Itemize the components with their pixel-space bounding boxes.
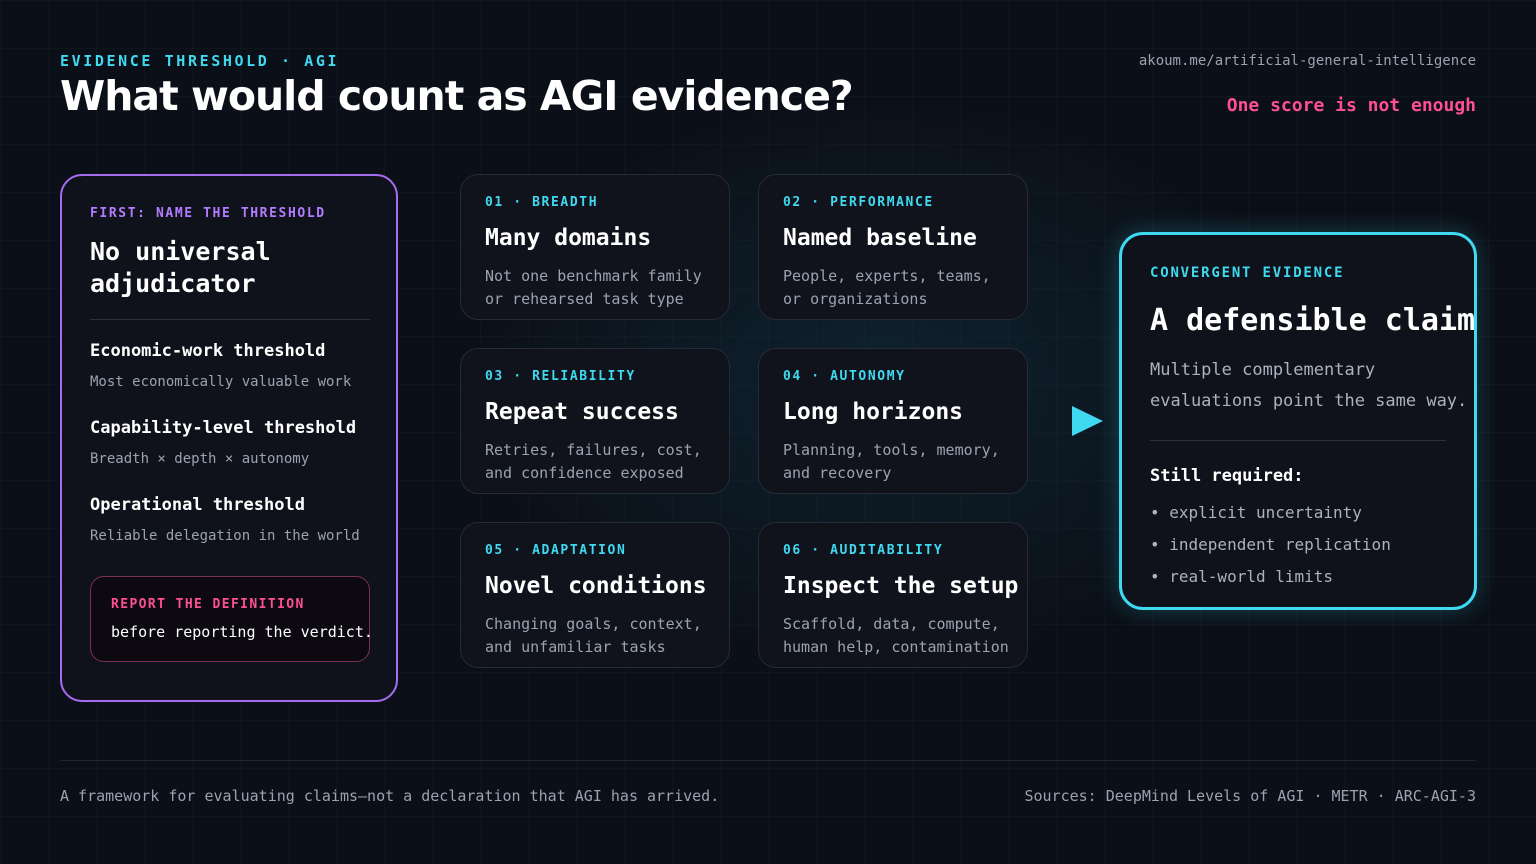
threshold-economic-desc: Most economically valuable work <box>90 374 352 390</box>
criterion-card-autonomy: 04 · AUTONOMY Long horizons Planning, to… <box>758 348 1028 494</box>
card-desc-line: or organizations <box>783 290 928 308</box>
criterion-card-auditability: 06 · AUDITABILITY Inspect the setup Scaf… <box>758 522 1028 668</box>
threshold-operational-desc: Reliable delegation in the world <box>90 528 360 544</box>
card-desc-line: or rehearsed task type <box>485 290 684 308</box>
card-desc-line: and confidence exposed <box>485 464 684 482</box>
threshold-capability-desc: Breadth × depth × autonomy <box>90 451 310 467</box>
card-desc-line: and unfamiliar tasks <box>485 638 666 656</box>
card-desc-line: Not one benchmark family <box>485 267 702 285</box>
conclusion-panel: CONVERGENT EVIDENCE A defensible claim M… <box>1119 232 1477 610</box>
card-kicker: 04 · AUTONOMY <box>783 369 906 384</box>
tagline: One score is not enough <box>1226 95 1476 116</box>
criterion-card-performance: 02 · PERFORMANCE Named baseline People, … <box>758 174 1028 320</box>
conclusion-heading: A defensible claim <box>1150 303 1476 338</box>
threshold-panel: FIRST: NAME THE THRESHOLD No universal a… <box>60 174 398 702</box>
threshold-operational-title: Operational threshold <box>90 495 305 515</box>
threshold-panel-heading: No universal adjudicator <box>90 236 271 300</box>
threshold-capability-title: Capability-level threshold <box>90 418 357 438</box>
threshold-economic-title: Economic-work threshold <box>90 341 326 361</box>
requirement-item: • explicit uncertainty <box>1150 503 1362 522</box>
page-kicker: EVIDENCE THRESHOLD · AGI <box>60 52 340 70</box>
card-kicker: 02 · PERFORMANCE <box>783 195 934 210</box>
card-desc-line: Planning, tools, memory, <box>783 441 1000 459</box>
requirement-item: • real-world limits <box>1150 567 1334 586</box>
report-definition-box: REPORT THE DEFINITION before reporting t… <box>90 576 373 662</box>
still-required-heading: Still required: <box>1150 466 1304 486</box>
criterion-card-reliability: 03 · RELIABILITY Repeat success Retries,… <box>460 348 730 494</box>
card-desc-line: Scaffold, data, compute, <box>783 615 1000 633</box>
requirement-item: • independent replication <box>1150 535 1391 554</box>
threshold-heading-line: adjudicator <box>90 269 256 298</box>
card-desc-line: Retries, failures, cost, <box>485 441 702 459</box>
card-kicker: 06 · AUDITABILITY <box>783 543 944 558</box>
card-desc-line: and recovery <box>783 464 892 482</box>
card-title: Many domains <box>485 225 652 251</box>
source-url: akoum.me/artificial-general-intelligence <box>1138 53 1476 69</box>
card-kicker: 01 · BREADTH <box>485 195 599 210</box>
card-title: Named baseline <box>783 225 977 251</box>
card-desc-line: Changing goals, context, <box>485 615 702 633</box>
page-title: What would count as AGI evidence? <box>60 72 854 120</box>
card-desc-line: human help, contamination <box>783 638 1009 656</box>
card-kicker: 05 · ADAPTATION <box>485 543 627 558</box>
report-kicker: REPORT THE DEFINITION <box>111 597 305 612</box>
card-desc-line: People, experts, teams, <box>783 267 991 285</box>
flow-arrow-icon <box>1072 406 1103 436</box>
report-text: before reporting the verdict. <box>111 623 373 641</box>
conclusion-body-line: evaluations point the same way. <box>1150 391 1468 411</box>
criterion-card-adaptation: 05 · ADAPTATION Novel conditions Changin… <box>460 522 730 668</box>
footer-note: A framework for evaluating claims—not a … <box>60 787 720 805</box>
card-title: Repeat success <box>485 399 679 425</box>
divider <box>1150 440 1446 441</box>
card-title: Novel conditions <box>485 573 707 599</box>
criterion-card-breadth: 01 · BREADTH Many domains Not one benchm… <box>460 174 730 320</box>
conclusion-body-line: Multiple complementary <box>1150 360 1376 380</box>
threshold-panel-kicker: FIRST: NAME THE THRESHOLD <box>90 206 326 221</box>
card-title: Inspect the setup <box>783 573 1019 599</box>
conclusion-kicker: CONVERGENT EVIDENCE <box>1150 265 1345 281</box>
threshold-heading-line: No universal <box>90 237 271 266</box>
footer-divider <box>60 760 1476 761</box>
divider <box>90 319 370 320</box>
card-kicker: 03 · RELIABILITY <box>485 369 636 384</box>
card-title: Long horizons <box>783 399 964 425</box>
footer-sources: Sources: DeepMind Levels of AGI · METR ·… <box>1024 787 1476 805</box>
